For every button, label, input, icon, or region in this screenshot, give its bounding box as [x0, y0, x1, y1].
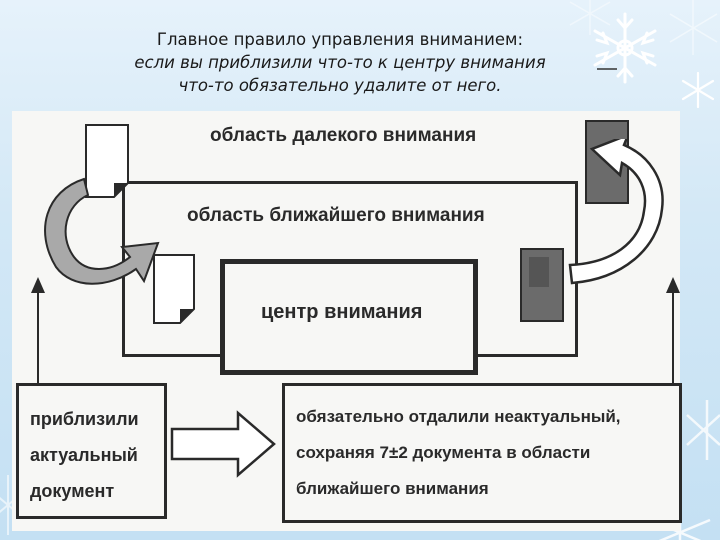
removed-document-box	[282, 383, 682, 523]
document-icon	[153, 254, 195, 324]
removed-label-line-1: обязательно отдалили неактуальный,	[296, 407, 621, 426]
document-icon	[85, 124, 129, 198]
snowflake-icon	[593, 12, 657, 84]
snowflake-icon	[686, 400, 720, 460]
far-attention-label: область далекого внимания	[210, 125, 477, 146]
approached-label-line-2: актуальный	[30, 445, 138, 465]
up-arrow-icon	[31, 277, 45, 383]
curved-arrow-icon	[568, 139, 664, 285]
attention-center-label: центр внимания	[261, 301, 423, 323]
snowflake-icon	[681, 71, 715, 109]
title-line-2: если вы приблизили что-то к центру внима…	[134, 53, 546, 72]
curved-arrow-icon	[44, 177, 160, 285]
right-arrow-icon	[170, 410, 276, 478]
up-arrow-icon	[666, 277, 680, 383]
approached-document-box	[16, 383, 167, 519]
slide-title: Главное правило управления вниманием: ес…	[90, 28, 590, 97]
near-attention-label: область ближайшего внимания	[187, 205, 485, 226]
underline-mark	[597, 68, 617, 70]
attention-diagram: область далекого внимания область ближай…	[12, 111, 682, 531]
removed-label-line-3: ближайшего внимания	[296, 479, 489, 498]
document-icon	[520, 248, 564, 322]
removed-label-line-2: сохраняя 7±2 документа в области	[296, 443, 591, 462]
attention-center-box	[220, 259, 478, 375]
title-line-1: Главное правило управления вниманием:	[156, 30, 524, 49]
snowflake-icon	[569, 0, 611, 35]
approached-label-line-3: документ	[30, 481, 115, 501]
title-line-3: что-то обязательно удалите от него.	[178, 76, 502, 95]
approached-label-line-1: приблизили	[30, 409, 139, 429]
snowflake-icon	[669, 0, 718, 55]
